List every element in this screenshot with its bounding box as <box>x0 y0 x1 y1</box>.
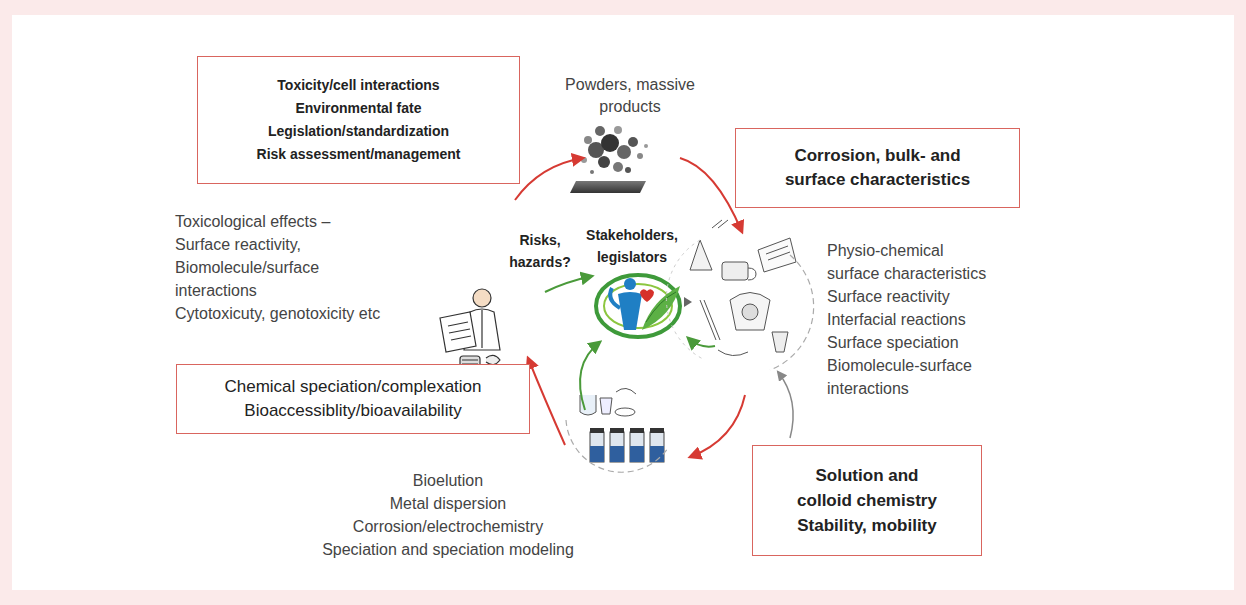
box-text: Toxicity/cell interactions <box>277 74 439 97</box>
box-text: Bioaccessiblity/bioavailability <box>244 399 461 423</box>
dashed-circle <box>666 240 705 360</box>
powder-illustration <box>570 126 648 193</box>
list-item: Biomolecule-surface interactions <box>827 354 1000 400</box>
inward-arrow <box>688 338 715 347</box>
box-text: Stability, mobility <box>797 513 936 538</box>
pointer-triangle <box>684 297 692 307</box>
box-text: Legislation/standardization <box>268 120 449 143</box>
inward-arrow <box>580 342 600 410</box>
list-item: Bioelution <box>278 469 618 492</box>
center-label: Risks, hazards? <box>505 229 575 273</box>
scientist-illustration <box>440 289 500 368</box>
list-item: Speciation and speciation modeling <box>278 538 618 561</box>
list-item: Physio-chemical surface characteristics <box>827 239 1000 285</box>
cycle-arrow <box>528 358 565 445</box>
material-label: Powders, massive products <box>560 74 700 118</box>
list-item: Cytotoxicuty, genotoxicity etc <box>175 302 380 325</box>
list-item: Metal dispersion <box>278 492 618 515</box>
cycle-arrow <box>680 158 742 232</box>
topic-box: Chemical speciation/complexationBioacces… <box>176 364 530 434</box>
box-text: Solution and colloid chemistry <box>787 463 947 513</box>
panel-ground <box>12 15 1234 590</box>
topic-box: Corrosion, bulk- and surface characteris… <box>735 128 1020 208</box>
topic-box: Toxicity/cell interactionsEnvironmental … <box>197 56 520 184</box>
cycle-arrow <box>515 158 583 200</box>
cycle-arrow <box>690 395 745 457</box>
box-text: Environmental fate <box>295 97 421 120</box>
list-item: Interfacial reactions <box>827 308 966 331</box>
list-item: Surface speciation <box>827 331 959 354</box>
dashed-circle <box>770 255 814 370</box>
lab-illustration <box>690 220 796 356</box>
center-label: Stakeholders, legislators <box>578 224 686 268</box>
box-text: Chemical speciation/complexation <box>224 375 481 399</box>
topic-box: Solution and colloid chemistryStability,… <box>752 445 982 556</box>
sample-jars-illustration <box>580 388 664 462</box>
dashed-circle <box>566 420 668 472</box>
return-arrow <box>778 372 793 438</box>
list-item: Surface reactivity, <box>175 233 301 256</box>
list-item: Biomolecule/surface interactions <box>175 256 355 302</box>
list-item: Corrosion/electrochemistry <box>278 515 618 538</box>
list-item: Toxicological effects – <box>175 210 330 233</box>
list-item: Surface reactivity <box>827 285 950 308</box>
inward-arrow <box>545 276 592 292</box>
box-text: Corrosion, bulk- and surface characteris… <box>773 144 983 192</box>
box-text: Risk assessment/management <box>257 143 461 166</box>
